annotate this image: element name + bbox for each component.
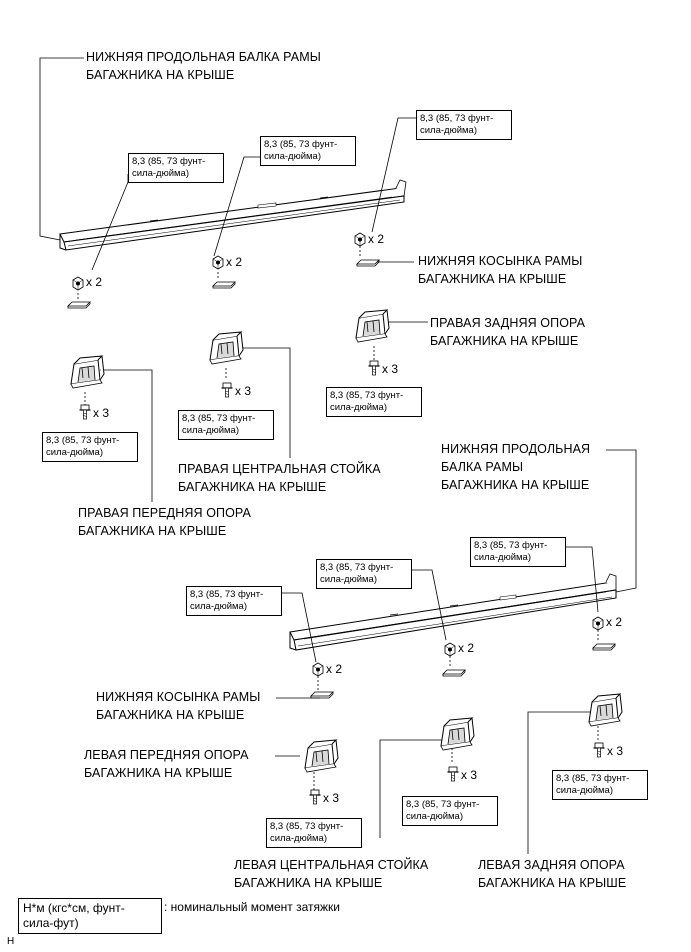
gusset-icon — [67, 301, 91, 309]
right-rear-support-icon — [355, 309, 390, 343]
label-right-front-support: ПРАВАЯ ПЕРЕДНЯЯ ОПОРА БАГАЖНИКА НА КРЫШЕ — [78, 506, 251, 538]
quantity-label: x 3 — [323, 791, 340, 805]
lower-rail — [289, 573, 617, 651]
quantity-label: x 2 — [226, 255, 243, 269]
label-left-center-pillar: ЛЕВАЯ ЦЕНТРАЛЬНАЯ СТОЙКА БАГАЖНИКА НА КР… — [234, 858, 429, 890]
gusset-icon — [442, 669, 466, 677]
torque-spec-box: 8,3 (85, 73 фунт- сила-дюйма) — [186, 586, 282, 616]
left-center-pillar-icon — [440, 717, 475, 751]
nut-icon — [592, 616, 604, 631]
label-right-center-pillar: ПРАВАЯ ЦЕНТРАЛЬНАЯ СТОЙКА БАГАЖНИКА НА К… — [178, 462, 381, 494]
quantity-label: x 2 — [326, 662, 343, 676]
nut-icon — [444, 642, 456, 657]
torque-spec-box: 8,3 (85, 73 фунт- сила-дюйма) — [326, 387, 422, 417]
quantity-label: x 3 — [607, 744, 624, 758]
quantity-label: x 2 — [458, 641, 475, 655]
left-rear-support-icon — [588, 693, 623, 727]
quantity-label: x 3 — [461, 768, 478, 782]
torque-spec-box: 8,3 (85, 73 фунт- сила-дюйма) — [316, 559, 412, 589]
label-upper-rail: НИЖНЯЯ ПРОДОЛЬНАЯ БАЛКА РАМЫ БАГАЖНИКА Н… — [86, 50, 321, 82]
bolt-icon — [78, 404, 92, 420]
torque-spec-box: 8,3 (85, 73 фунт- сила-дюйма) — [470, 537, 566, 567]
quantity-label: x 3 — [235, 384, 252, 398]
legend-description: : номинальный момент затяжки — [164, 900, 340, 914]
torque-spec-box: 8,3 (85, 73 фунт- сила-дюйма) — [416, 110, 512, 140]
right-front-support-icon — [70, 355, 105, 389]
gusset-icon — [212, 281, 236, 289]
nut-icon — [72, 276, 84, 291]
label-upper-gusset: НИЖНЯЯ КОСЫНКА РАМЫ БАГАЖНИКА НА КРЫШЕ — [418, 254, 583, 286]
quantity-label: x 2 — [368, 232, 385, 246]
quantity-label: x 3 — [382, 362, 399, 376]
quantity-label: x 2 — [86, 275, 103, 289]
bolt-icon — [592, 742, 606, 758]
torque-spec-box: 8,3 (85, 73 фунт- сила-дюйма) — [552, 770, 648, 800]
torque-spec-box: 8,3 (85, 73 фунт- сила-дюйма) — [178, 410, 274, 440]
upper-rail — [59, 179, 407, 251]
bolt-icon — [308, 789, 322, 805]
gusset-icon — [592, 643, 616, 651]
legend-unit-box: Н*м (кгс*см, фунт- сила-фут) — [18, 898, 162, 934]
gusset-icon — [310, 691, 334, 699]
torque-spec-box: 8,3 (85, 73 фунт- сила-дюйма) — [42, 432, 138, 462]
quantity-label: x 3 — [93, 406, 110, 420]
label-lower-gusset: НИЖНЯЯ КОСЫНКА РАМЫ БАГАЖНИКА НА КРЫШЕ — [96, 690, 261, 722]
label-lower-rail: НИЖНЯЯ ПРОДОЛЬНАЯ БАЛКА РАМЫ БАГАЖНИКА Н… — [441, 442, 591, 492]
bolt-icon — [367, 360, 381, 376]
label-left-rear-support: ЛЕВАЯ ЗАДНЯЯ ОПОРА БАГАЖНИКА НА КРЫШЕ — [478, 858, 627, 890]
nut-icon — [212, 255, 224, 270]
left-front-support-icon — [304, 739, 339, 773]
torque-spec-box: 8,3 (85, 73 фунт- сила-дюйма) — [128, 153, 224, 183]
label-left-front-support: ЛЕВАЯ ПЕРЕДНЯЯ ОПОРА БАГАЖНИКА НА КРЫШЕ — [84, 748, 249, 780]
nut-icon — [354, 232, 366, 247]
nut-icon — [312, 662, 324, 677]
right-center-pillar-icon — [209, 331, 244, 365]
bolt-icon — [446, 766, 460, 782]
torque-spec-box: 8,3 (85, 73 фунт- сила-дюйма) — [266, 818, 362, 848]
torque-spec-box: 8,3 (85, 73 фунт- сила-дюйма) — [260, 136, 356, 166]
torque-spec-box: 8,3 (85, 73 фунт- сила-дюйма) — [402, 796, 498, 826]
bolt-icon — [220, 382, 234, 398]
label-right-rear-support: ПРАВАЯ ЗАДНЯЯ ОПОРА БАГАЖНИКА НА КРЫШЕ — [430, 316, 586, 348]
gusset-icon — [356, 259, 380, 267]
quantity-label: x 2 — [606, 615, 623, 629]
figure-code: H — [7, 936, 15, 947]
